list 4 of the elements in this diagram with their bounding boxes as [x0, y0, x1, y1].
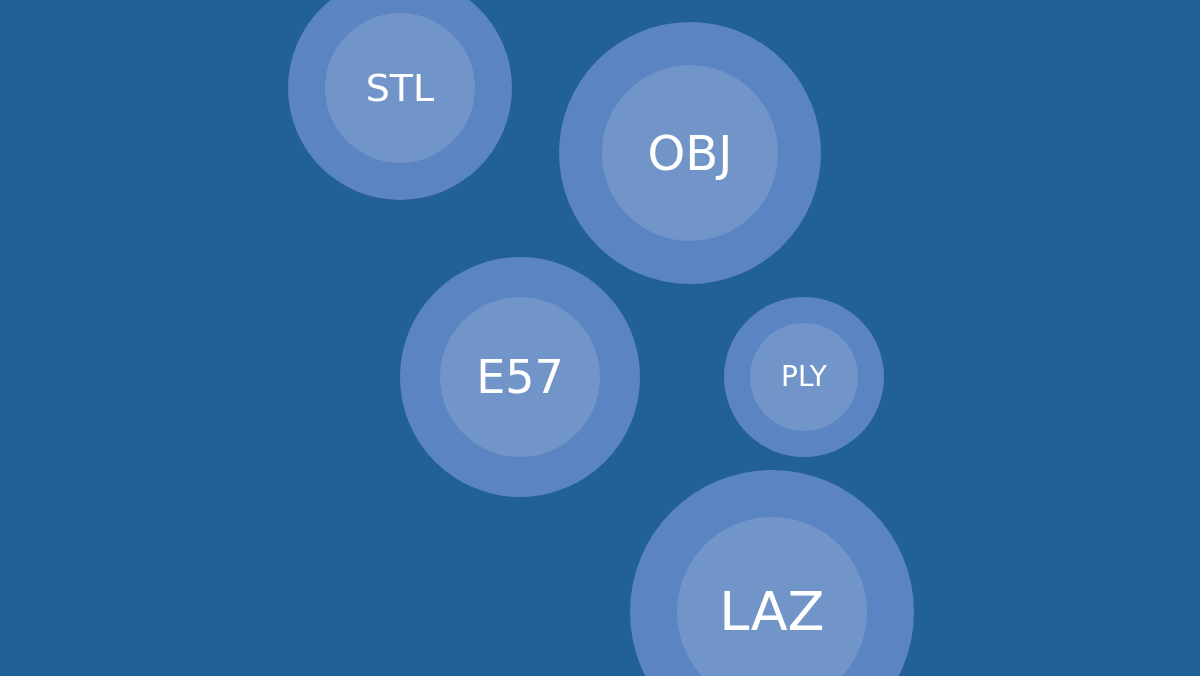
format-label: LAZ	[719, 585, 825, 639]
format-label: PLY	[781, 363, 827, 391]
format-label: STL	[365, 69, 435, 107]
format-label: E57	[476, 354, 564, 400]
